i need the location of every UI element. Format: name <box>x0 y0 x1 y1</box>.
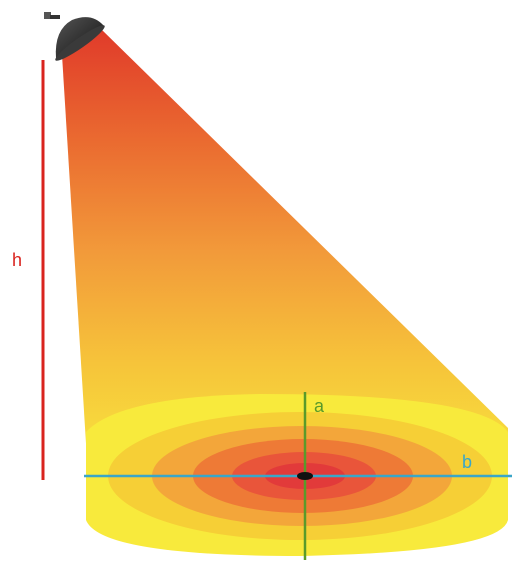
light-beam <box>62 28 508 476</box>
height-label: h <box>12 250 22 270</box>
spotlight-lamp-icon <box>44 12 105 61</box>
axis-b-label: b <box>462 452 472 472</box>
center-point <box>297 472 313 480</box>
axis-a-label: a <box>314 396 325 416</box>
